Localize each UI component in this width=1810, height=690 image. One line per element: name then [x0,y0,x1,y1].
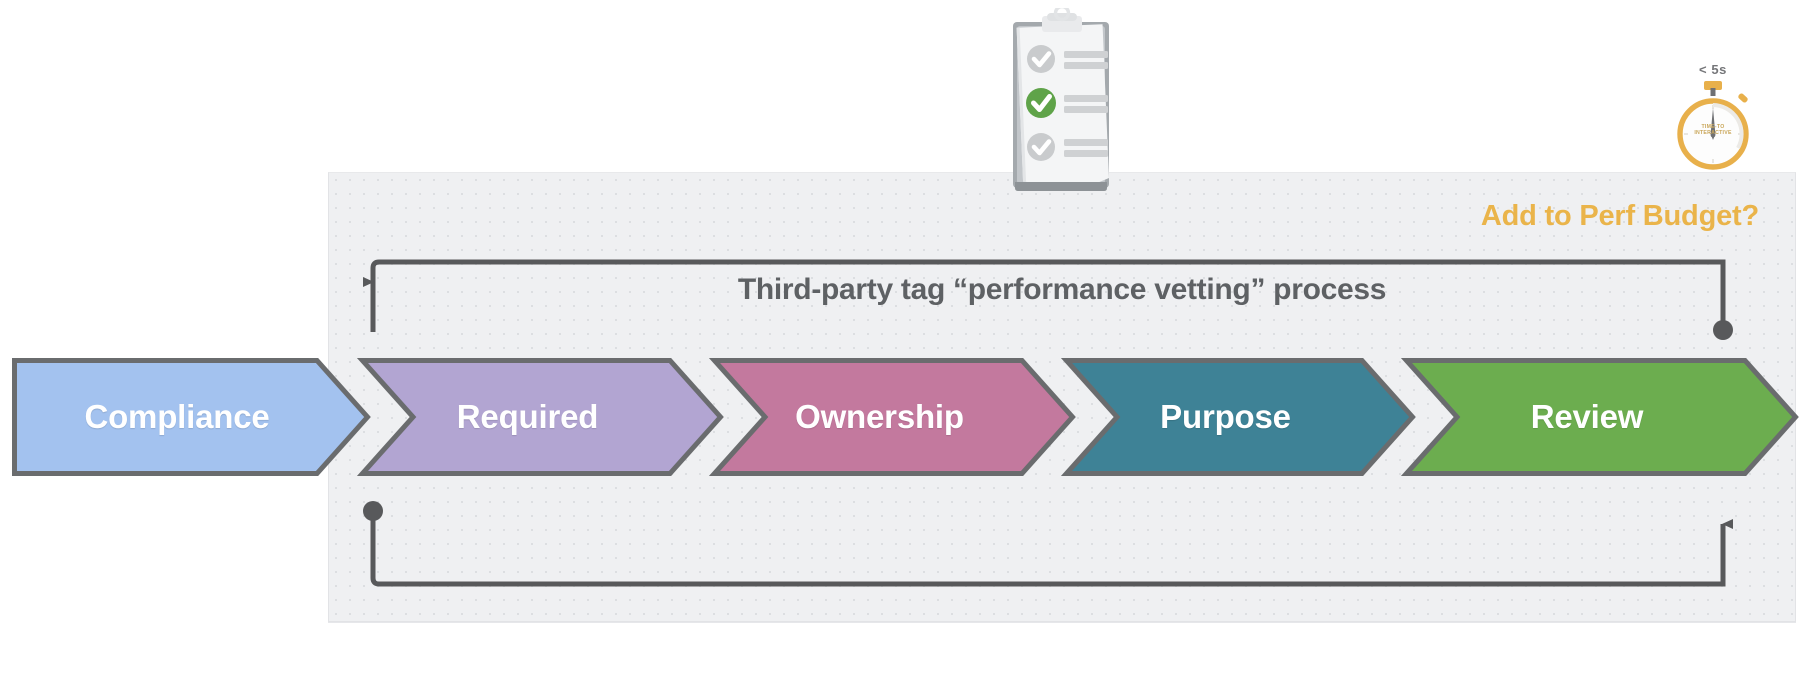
stopwatch-icon: < 5s TIME-TO INTERACTIVE [1658,62,1768,174]
stopwatch-dial-icon [1677,81,1749,170]
process-step-label: Compliance [84,398,270,435]
stopwatch-seconds-label: < 5s [1698,62,1728,77]
chevron-shape [1400,358,1799,476]
process-step-required[interactable]: Required [356,358,724,476]
page-title: Third-party tag “performance vetting” pr… [737,273,1387,306]
chevron-shape [1060,358,1416,476]
process-step-label: Ownership [795,398,964,435]
process-step-purpose[interactable]: Purpose [1060,358,1416,476]
perf-budget-heading: Add to Perf Budget? [1480,200,1759,232]
clipboard-icon [1013,4,1109,191]
checkbox-unchecked-icon [1027,133,1055,161]
stopwatch-dial-text: TIME-TO INTERACTIVE [1658,124,1768,137]
checkbox-unchecked-icon [1027,45,1055,73]
process-step-label: Required [456,398,599,435]
checkbox-checked-icon [1026,88,1056,118]
process-step-list: Compliance Required Ownership Purpose Re [0,358,1810,476]
chevron-shape [356,358,724,476]
chevron-shape [12,358,371,476]
process-step-ownership[interactable]: Ownership [708,358,1076,476]
chevron-shape [708,358,1076,476]
process-step-compliance[interactable]: Compliance [12,358,371,476]
stopwatch-dial-text-line2: INTERACTIVE [1694,130,1732,137]
process-step-review[interactable]: Review [1400,358,1799,476]
stopwatch-dial-text-line1: TIME-TO [1701,124,1725,130]
process-step-label: Review [1530,398,1644,435]
process-step-label: Purpose [1160,398,1291,435]
clipboard-checklist-icon [988,4,1130,220]
